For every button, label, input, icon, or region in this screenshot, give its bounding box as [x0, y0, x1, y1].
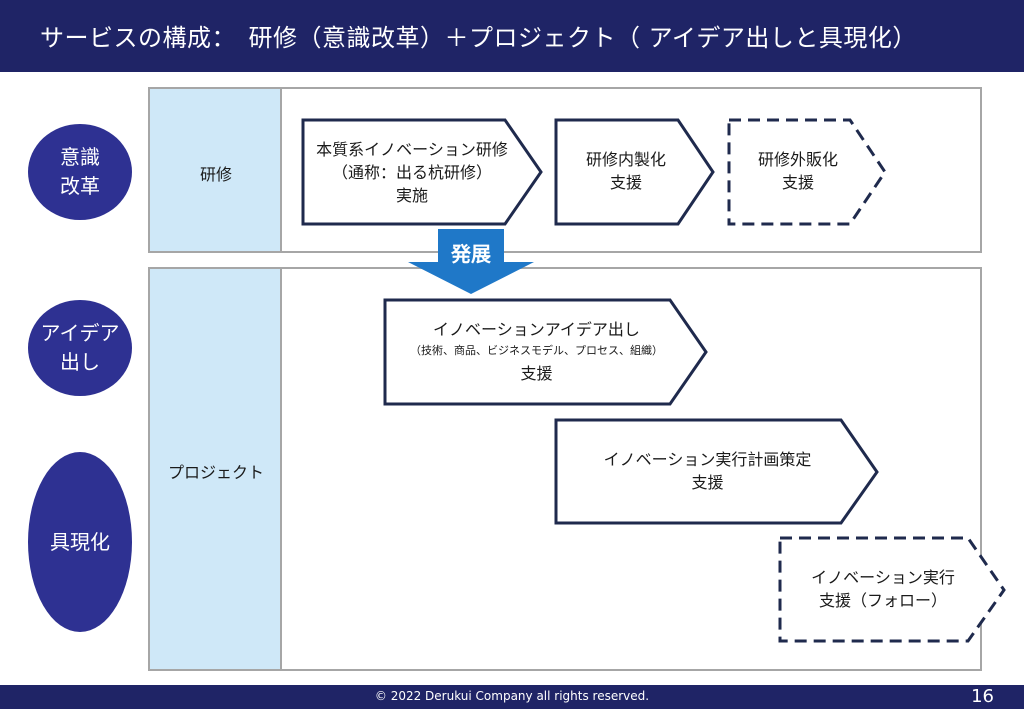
panel-training-label-column: 研修 [150, 89, 282, 251]
shape-external-sales [727, 118, 887, 226]
shape-idea-support-line2: （技術、商品、ビジネスモデル、プロセス、組織） [410, 344, 663, 358]
page-title: サービスの構成： 研修（意識改革）＋プロジェクト（ アイデア出しと具現化） [40, 24, 917, 52]
shape-idea-support [383, 298, 708, 406]
shape-external-sales-text: 研修外販化 支援 [729, 148, 867, 194]
shape-plan-support-line2: 支援 [691, 473, 724, 493]
copyright-text: © 2022 Derukui Company all rights reserv… [374, 689, 650, 703]
circle-ideation-line2: 出し [60, 350, 100, 374]
shape-inhouse-support-text: 研修内製化 支援 [556, 148, 696, 194]
shape-training-impl-line1: 本質系イノベーション研修 [316, 140, 508, 159]
develop-label: 発展 [451, 242, 491, 266]
shape-idea-support-line3: 支援 [520, 364, 553, 384]
circle-awareness-line2: 改革 [60, 174, 100, 198]
shape-inhouse-support [554, 118, 715, 226]
page-number: 16 [971, 686, 994, 707]
shape-plan-support-line1: イノベーション実行計画策定 [603, 450, 812, 469]
shape-training-impl-text: 本質系イノベーション研修 （通称：出る杭研修） 実施 [303, 138, 521, 208]
panel-training-label: 研修 [199, 165, 232, 184]
shape-plan-support-text: イノベーション実行計画策定 支援 [556, 448, 859, 494]
header-bar: サービスの構成： 研修（意識改革）＋プロジェクト（ アイデア出しと具現化） [0, 0, 1024, 72]
panel-project-label: プロジェクト [167, 463, 264, 482]
circle-realization: 具現化 [28, 452, 132, 632]
shape-exec-support [778, 536, 1006, 643]
shape-exec-support-line1: イノベーション実行 [811, 568, 955, 587]
shape-inhouse-support-line2: 支援 [609, 173, 642, 193]
shape-idea-support-line1: イノベーションアイデア出し [433, 320, 640, 339]
shape-inhouse-support-line1: 研修内製化 [585, 150, 666, 169]
circle-awareness-line1: 意識 [60, 145, 100, 169]
circle-awareness: 意識 改革 [28, 124, 132, 220]
shape-training-impl-line2: （通称：出る杭研修） [331, 163, 492, 183]
circle-ideation-line1: アイデア [40, 321, 120, 345]
shape-exec-support-line2: 支援（フォロー） [818, 591, 947, 611]
shape-training-impl-line3: 実施 [395, 186, 428, 206]
shape-training-impl [301, 118, 543, 226]
shape-exec-support-text: イノベーション実行 支援（フォロー） [780, 566, 986, 612]
develop-arrow [408, 229, 534, 294]
shape-external-sales-line1: 研修外販化 [757, 150, 838, 169]
footer-bar: © 2022 Derukui Company all rights reserv… [0, 685, 1024, 709]
circle-realization-line1: 具現化 [50, 529, 110, 554]
shape-plan-support [554, 418, 879, 525]
shape-external-sales-line2: 支援 [781, 173, 814, 193]
circle-ideation: アイデア 出し [28, 300, 132, 396]
shape-idea-support-text: イノベーションアイデア出し （技術、商品、ビジネスモデル、プロセス、組織） 支援 [385, 318, 688, 385]
panel-project-label-column: プロジェクト [150, 269, 282, 669]
